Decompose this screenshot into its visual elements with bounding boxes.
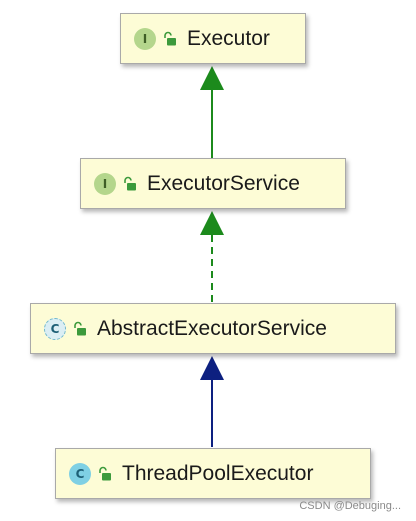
node-label: Executor xyxy=(187,26,270,50)
edge-tpe-extends-abstract xyxy=(200,356,224,447)
unlocked-lock-icon xyxy=(124,176,136,190)
node-executor[interactable]: I Executor xyxy=(120,13,306,64)
interface-badge-icon: I xyxy=(134,27,156,50)
edge-executor-service-extends-executor xyxy=(200,66,224,158)
unlocked-lock-icon xyxy=(99,466,111,480)
unlocked-lock-icon xyxy=(74,321,86,335)
class-badge-icon: C xyxy=(69,462,91,485)
abstract-class-badge-icon: C xyxy=(44,317,66,340)
arrowhead-icon xyxy=(200,66,224,90)
node-thread-pool-executor[interactable]: C ThreadPoolExecutor xyxy=(55,448,371,499)
node-executor-service[interactable]: I ExecutorService xyxy=(80,158,346,209)
node-label: ThreadPoolExecutor xyxy=(122,461,314,485)
arrowhead-icon xyxy=(200,211,224,235)
arrowhead-icon xyxy=(200,356,224,380)
node-label: AbstractExecutorService xyxy=(97,316,327,340)
node-label: ExecutorService xyxy=(147,171,300,195)
edge-abstract-implements-executor-service xyxy=(200,211,224,302)
unlocked-lock-icon xyxy=(164,31,176,45)
watermark: CSDN @Debuging... xyxy=(299,500,401,512)
node-abstract-executor-service[interactable]: C AbstractExecutorService xyxy=(30,303,396,354)
interface-badge-icon: I xyxy=(94,172,116,195)
